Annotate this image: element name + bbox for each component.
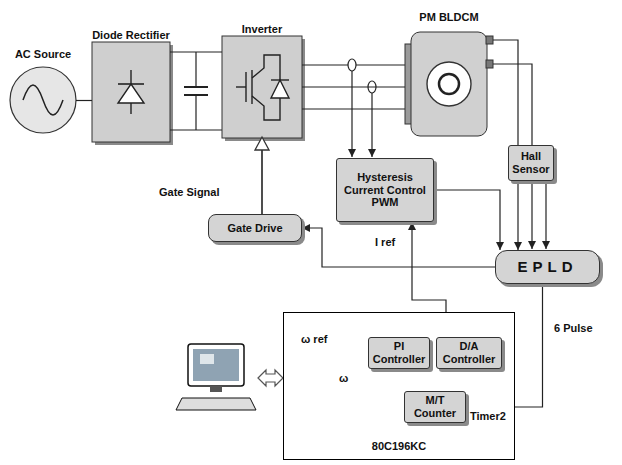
box-label: EPLD [517, 258, 577, 275]
gate-signal-arrow [261, 138, 263, 214]
box-label: D/A Controller [439, 340, 499, 365]
signal-line [302, 86, 405, 87]
inverter-symbol [222, 36, 305, 141]
signal-line [76, 100, 92, 101]
epld-box: EPLD [495, 250, 600, 284]
pc-icon [176, 344, 256, 410]
motor-phase-wires [302, 65, 405, 109]
signal-label: Gate Signal [158, 186, 221, 199]
signal-line [302, 228, 495, 267]
motor-symbol [405, 32, 493, 136]
ac-source: AC Source [10, 45, 76, 140]
signal-label: ω [338, 372, 349, 385]
box-label: M/T Counter [407, 394, 463, 419]
counter-box: M/T Counter [404, 391, 466, 423]
signal-label: ω ref [300, 333, 328, 346]
rectifier-block: Diode Rectifier [92, 8, 170, 142]
block-heading: Diode Rectifier [92, 8, 170, 42]
box-label: Gate Drive [227, 222, 282, 235]
block-outline [222, 36, 302, 138]
current-sensors [348, 59, 376, 157]
block-outline [10, 61, 76, 140]
block-heading: Inverter [222, 18, 302, 36]
pi-controller-box: PI Controller [368, 337, 430, 369]
box-label: 80C196KC [284, 440, 514, 453]
current-control-box: Hysteresis Current Control PWM [336, 158, 434, 222]
block-heading: PM BLDCM [405, 8, 493, 24]
signal-label: 6 Pulse [553, 322, 594, 335]
motor-block: PM BLDCM [405, 8, 493, 143]
gate-drive-box: Gate Drive [208, 214, 302, 242]
hall-sensor-box: Hall Sensor [508, 145, 554, 181]
signal-line [493, 40, 518, 145]
rectifier-symbol [92, 42, 173, 145]
dc-link-capacitor [170, 52, 222, 130]
block-heading: AC Source [10, 45, 76, 61]
signal-line [517, 181, 518, 250]
block-outline [405, 24, 493, 143]
block-outline [92, 42, 170, 142]
pc-link-arrow [258, 370, 283, 386]
box-label: PI Controller [371, 340, 427, 365]
signal-label: I ref [374, 236, 396, 249]
box-label: Hall Sensor [511, 150, 551, 175]
signal-label: Timer2 [469, 410, 507, 423]
signal-line [434, 190, 500, 250]
da-controller-box: D/A Controller [436, 337, 502, 369]
inverter-block: Inverter [222, 18, 302, 138]
box-label: Hysteresis Current Control PWM [339, 171, 431, 209]
signal-line [170, 51, 222, 52]
ac-source-symbol [10, 67, 76, 133]
